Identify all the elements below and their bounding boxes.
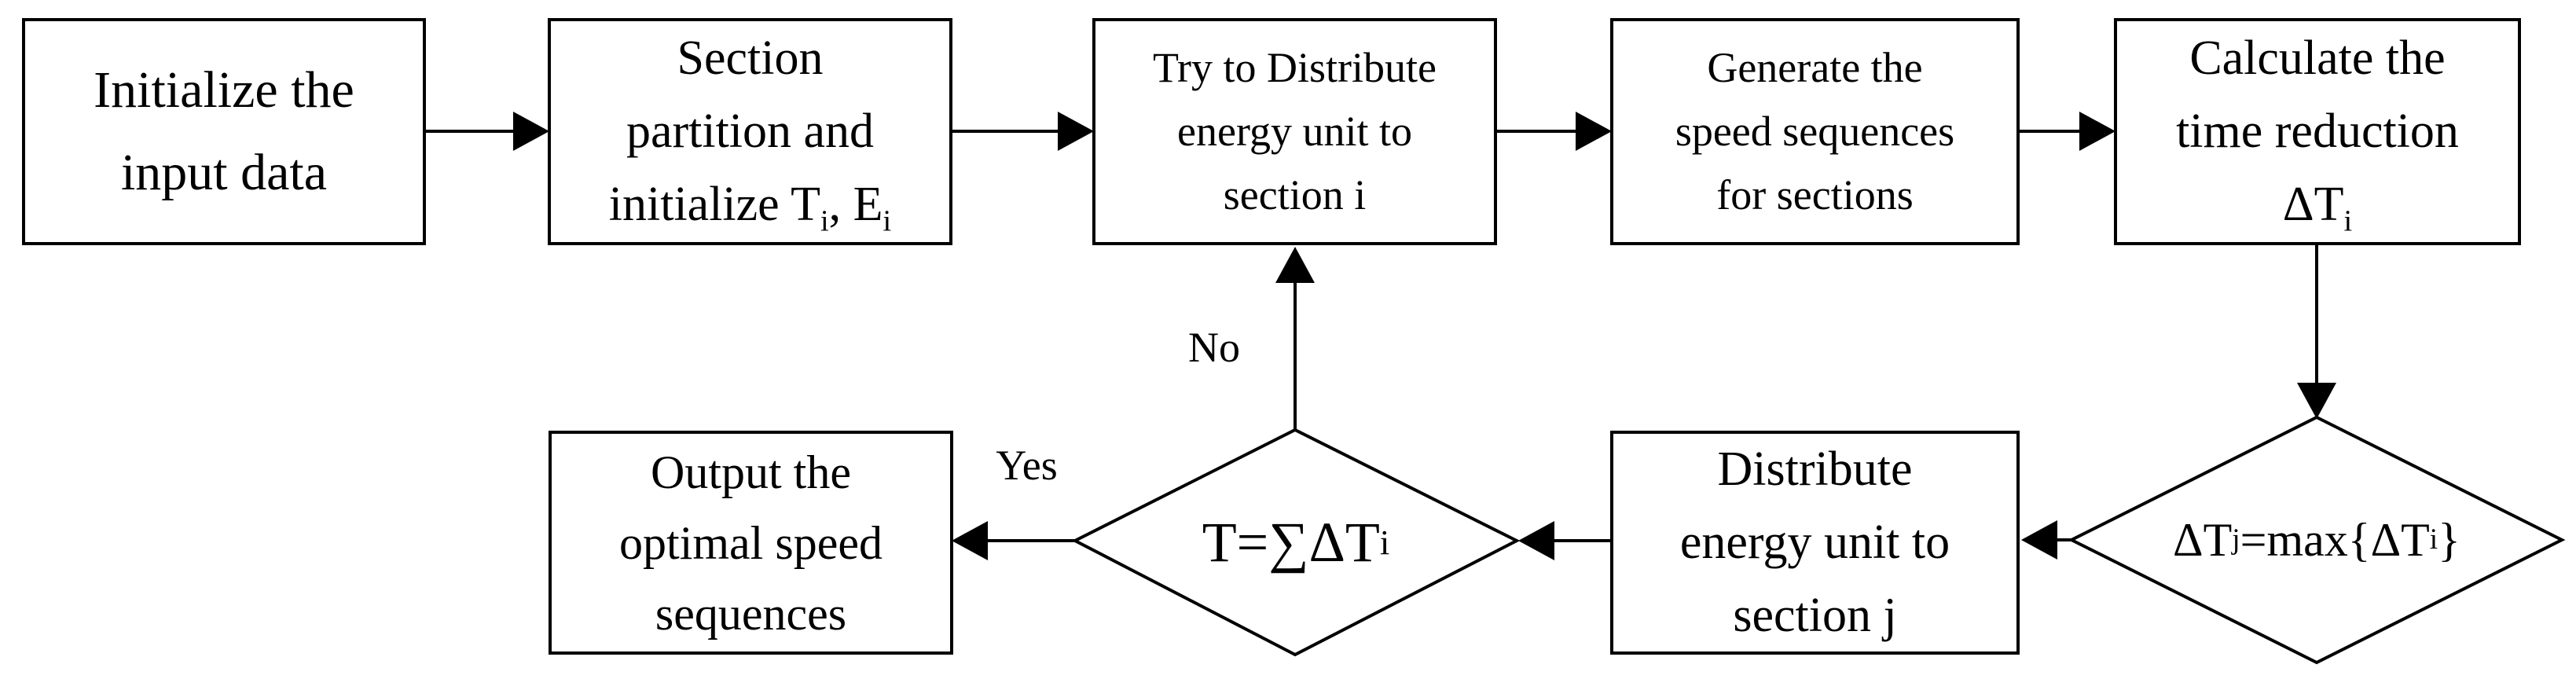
text-segment: partition and <box>626 105 875 158</box>
text-segment: initialize T <box>608 178 820 231</box>
node-output-optimal: Output the optimal speed sequences <box>549 431 953 655</box>
text-segment: Try to Distribute <box>1152 44 1437 91</box>
node-text-line: Calculate the <box>2189 22 2445 95</box>
node-text-line: Section <box>677 22 824 95</box>
decision-diamond-max <box>2068 415 2566 665</box>
decision-diamond-sum <box>1071 428 1521 657</box>
text-segment: ΔT <box>2282 178 2344 231</box>
text-segment: section i <box>1223 171 1367 218</box>
node-text-line: ΔTi <box>2283 168 2352 241</box>
arrowhead-right-icon <box>1058 112 1094 151</box>
node-text-line: partition and <box>626 95 874 168</box>
node-text-line: Initialize the <box>94 50 354 131</box>
node-text-line: Generate the <box>1707 36 1922 100</box>
text-segment: Distribute <box>1717 442 1913 496</box>
arrowhead-left-icon <box>2021 520 2057 560</box>
text-segment: No <box>1188 324 1240 371</box>
text-segment: Generate the <box>1707 44 1923 91</box>
arrowhead-left-icon <box>952 521 988 560</box>
text-segment: input data <box>120 143 328 201</box>
text-segment: T=∑ΔT <box>1202 510 1380 574</box>
node-calculate-time-reduction: Calculate the time reduction ΔTi <box>2114 18 2521 245</box>
text-segment: ΔT <box>2173 513 2233 566</box>
edge-label-yes: Yes <box>962 437 1092 494</box>
node-try-distribute: Try to Distribute energy unit to section… <box>1092 18 1497 245</box>
arrowhead-right-icon <box>1576 112 1612 151</box>
arrowhead-right-icon <box>2079 112 2115 151</box>
arrowhead-left-icon <box>1518 521 1554 560</box>
node-text-line: for sections <box>1716 163 1913 227</box>
text-segment: } <box>2438 513 2460 566</box>
text-segment: optimal speed <box>619 516 883 569</box>
subscript-segment: i <box>883 204 892 238</box>
text-segment: Initialize the <box>94 61 354 119</box>
node-text-line: energy unit to <box>1680 506 1950 579</box>
node-text-line: sequences <box>655 578 846 649</box>
edge-label-no: No <box>1155 319 1273 376</box>
node-text-line: energy unit to <box>1177 100 1412 163</box>
text-segment: sequences <box>655 587 847 640</box>
node-text-line: input data <box>121 132 327 214</box>
node-text-line: section i <box>1224 163 1366 227</box>
text-segment: Calculate the <box>2189 31 2446 85</box>
arrowhead-right-icon <box>513 112 549 151</box>
node-initialize-input: Initialize the input data <box>22 18 426 245</box>
text-segment: energy unit to <box>1177 108 1412 155</box>
node-text-line: time reduction <box>2176 95 2459 168</box>
text-segment: Yes <box>996 442 1058 489</box>
text-segment: for sections <box>1716 171 1914 218</box>
subscript-segment: i <box>820 204 829 238</box>
node-text-line: Try to Distribute <box>1153 36 1437 100</box>
text-segment: speed sequences <box>1675 108 1955 155</box>
text-segment: Section <box>677 31 824 85</box>
subscript-segment: i <box>2343 204 2353 238</box>
text-segment: section j <box>1733 589 1897 642</box>
text-segment: Output the <box>651 446 851 498</box>
arrowhead-down-icon <box>2297 383 2336 419</box>
node-generate-speed: Generate the speed sequences for section… <box>1610 18 2020 245</box>
node-distribute-section-j: Distribute energy unit to section j <box>1610 431 2020 655</box>
arrowhead-up-icon <box>1275 247 1315 283</box>
node-text-line: speed sequences <box>1675 100 1954 163</box>
text-segment: , E <box>828 178 883 231</box>
node-text-line: Output the <box>651 437 851 508</box>
node-section-partition: Section partition and initialize Ti, Ei <box>548 18 952 245</box>
node-text-line: initialize Ti, Ei <box>609 168 891 241</box>
text-segment: =max{ΔT <box>2240 513 2430 566</box>
text-segment: energy unit to <box>1679 516 1950 569</box>
node-text-line: Distribute <box>1718 433 1913 506</box>
node-text-line: optimal speed <box>619 508 883 578</box>
node-text-line: section j <box>1733 579 1896 652</box>
text-segment: time reduction <box>2176 105 2459 158</box>
